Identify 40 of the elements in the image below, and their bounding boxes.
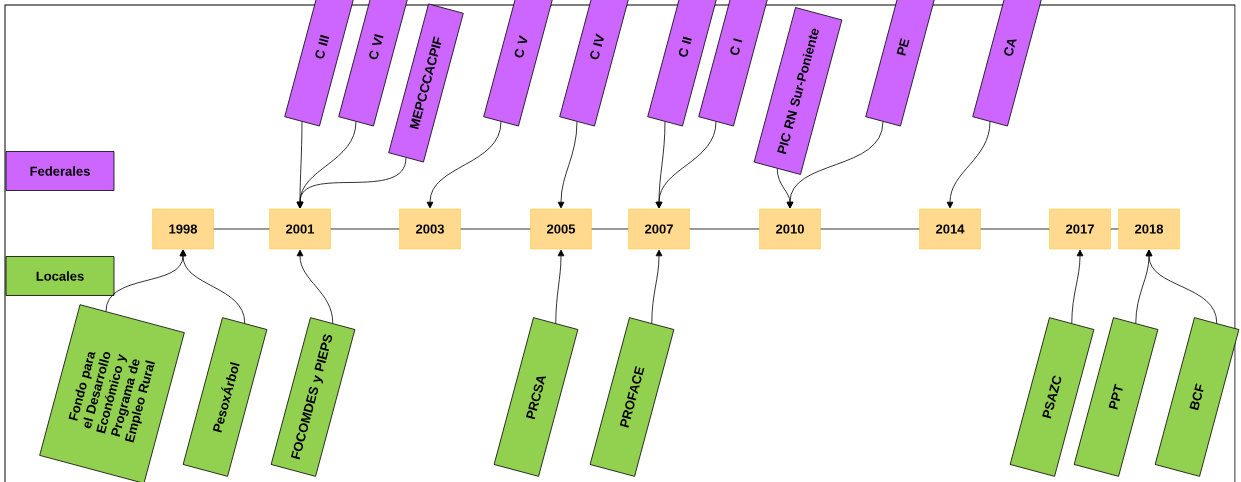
- connector-line: [1110, 228, 1119, 230]
- program-box: PPT: [1073, 317, 1159, 477]
- connector-line: [460, 228, 531, 230]
- year-box: 1998: [152, 208, 214, 250]
- arrow: [1145, 249, 1218, 324]
- year-box: 2014: [919, 208, 981, 250]
- arrow: [1071, 249, 1084, 324]
- arrow: [651, 249, 663, 324]
- connector-line: [689, 228, 760, 230]
- connector-line: [330, 228, 400, 230]
- program-box: C V: [483, 0, 559, 127]
- year-box: 2017: [1049, 208, 1111, 250]
- arrow: [946, 121, 991, 209]
- program-box: BCF: [1154, 317, 1240, 477]
- arrow: [786, 121, 884, 209]
- program-box: C III: [284, 0, 360, 127]
- arrow: [426, 121, 502, 209]
- arrow: [555, 249, 565, 324]
- year-box: 2003: [399, 208, 461, 250]
- program-box: PSAZC: [1009, 317, 1095, 477]
- legend-box: Federales: [5, 151, 115, 191]
- arrow: [179, 249, 246, 324]
- connector-line: [980, 228, 1050, 230]
- program-box: PRCSA: [493, 317, 579, 477]
- connector-line: [213, 228, 270, 230]
- year-box: 2001: [269, 208, 331, 250]
- arrow: [296, 157, 407, 209]
- arrow: [296, 249, 334, 324]
- legend-box: Locales: [5, 256, 115, 296]
- program-box: CA: [972, 0, 1048, 127]
- year-box: 2010: [759, 208, 821, 250]
- arrow: [557, 121, 578, 209]
- connector-line: [820, 228, 920, 230]
- program-box: C IV: [559, 0, 635, 127]
- year-box: 2005: [530, 208, 592, 250]
- year-box: 2007: [628, 208, 690, 250]
- arrow: [655, 121, 717, 209]
- connector-line: [591, 228, 629, 230]
- program-box: PE: [865, 0, 941, 127]
- year-box: 2018: [1118, 208, 1180, 250]
